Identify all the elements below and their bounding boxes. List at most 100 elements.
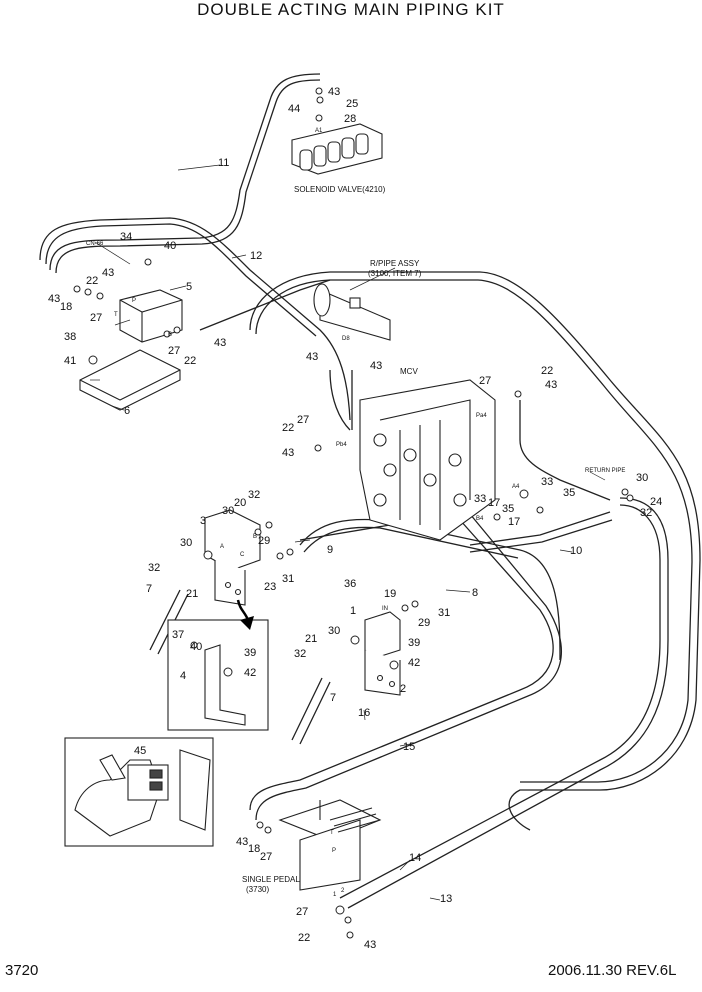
bracket-4	[167, 619, 269, 731]
callout: 27	[90, 312, 102, 324]
fittings	[73, 87, 634, 939]
callout: 43	[545, 379, 557, 391]
port-a-bracket: A	[220, 544, 224, 550]
callout: 27	[168, 345, 180, 357]
callout: 38	[64, 331, 76, 343]
callout: 27	[260, 851, 272, 863]
callout: 23	[264, 581, 276, 593]
callout: 29	[258, 535, 270, 547]
callout: 43	[364, 939, 376, 951]
return-pipe-label: RETURN PIPE	[585, 468, 625, 474]
components	[64, 123, 496, 891]
callout: 27	[479, 375, 491, 387]
callout: 21	[186, 588, 198, 600]
callout: 33	[474, 493, 486, 505]
bracket-1	[364, 611, 401, 696]
callouts: 43 44 25 28 11 34 40 12 22 43 5 43 18 27…	[48, 86, 662, 951]
callout: 22	[541, 365, 553, 377]
callout: 43	[48, 293, 60, 305]
callout: 43	[214, 337, 226, 349]
callout: 17	[508, 516, 520, 528]
callout: 14	[409, 852, 421, 864]
callout: 40	[164, 240, 176, 252]
callout: 27	[297, 414, 309, 426]
hose-return-inner	[255, 279, 693, 783]
single-pedal-label-1: SINGLE PEDAL	[242, 875, 300, 884]
callout: 19	[384, 588, 396, 600]
port-d8: D8	[342, 336, 350, 342]
port-a4: A4	[512, 484, 520, 490]
hose-7b	[291, 677, 323, 741]
callout: 43	[370, 360, 382, 372]
callout: 6	[124, 405, 130, 417]
component-labels: SOLENOID VALVE(4210) R/PIPE ASSY (3100, …	[242, 185, 625, 894]
callout: 43	[236, 836, 248, 848]
hose-10-b	[469, 519, 613, 553]
callout: 42	[244, 667, 256, 679]
callout: 3	[200, 515, 206, 527]
callout: 36	[344, 578, 356, 590]
main-control-valve	[359, 379, 496, 541]
callout: 35	[502, 503, 514, 515]
callout: 41	[64, 355, 76, 367]
port-c-bracket: C	[240, 552, 245, 558]
port-t-pedal: T	[330, 830, 334, 836]
callout: 44	[288, 103, 300, 115]
callout: 15	[403, 741, 415, 753]
callout: 32	[148, 562, 160, 574]
callout: 30	[180, 537, 192, 549]
callout: 17	[488, 497, 500, 509]
callout: 7	[330, 692, 336, 704]
callout: 32	[294, 648, 306, 660]
callout: 25	[346, 98, 358, 110]
callout: 21	[305, 633, 317, 645]
hose-8-inner	[303, 526, 519, 559]
callout: 18	[60, 301, 72, 313]
hose-12	[39, 217, 351, 421]
hose-16	[249, 519, 554, 811]
callout: 43	[306, 351, 318, 363]
hose-10	[469, 511, 611, 546]
callout: 22	[298, 932, 310, 944]
port-labels: A1 Pb4 Pa4 A4 B4 D8 P T B B A C IN T P 1…	[86, 128, 520, 898]
callout: 45	[134, 745, 146, 757]
port-2: 2	[341, 888, 345, 894]
callout: 31	[282, 573, 294, 585]
hose-12-inner	[45, 223, 317, 337]
rpipe-label-1: R/PIPE ASSY	[370, 259, 420, 268]
callout: 32	[248, 489, 260, 501]
solenoid-valve-label: SOLENOID VALVE(4210)	[294, 185, 386, 194]
hose-8	[299, 518, 561, 661]
callout: 4	[180, 670, 186, 682]
hose-15	[255, 513, 562, 821]
callout: 1	[350, 605, 356, 617]
port-p-pedal: P	[332, 848, 336, 854]
bracket-3	[204, 509, 261, 606]
block-5	[119, 289, 183, 343]
callout: 12	[250, 250, 262, 262]
port-1: 1	[333, 892, 337, 898]
callout: 16	[358, 707, 370, 719]
callout: 39	[408, 637, 420, 649]
rpipe-label-2: (3100, ITEM 7)	[368, 269, 422, 278]
hose-7b-b	[299, 681, 331, 745]
hose-14	[339, 504, 661, 899]
callout: 37	[172, 629, 184, 641]
callout: 30	[328, 625, 340, 637]
port-pb4: Pb4	[336, 442, 347, 448]
port-t: T	[114, 312, 118, 318]
callout: 43	[328, 86, 340, 98]
port-pa4: Pa4	[476, 413, 487, 419]
mcv-label: MCV	[400, 367, 418, 376]
hose-13	[347, 497, 669, 909]
port-a1: A1	[315, 128, 323, 134]
callout: 13	[440, 893, 452, 905]
hose-5	[199, 279, 331, 331]
hose-7a	[149, 589, 181, 651]
port-b4: B4	[476, 516, 484, 522]
port-in: IN	[382, 606, 388, 612]
callout: 18	[248, 843, 260, 855]
callout: 11	[218, 157, 229, 169]
callout: 43	[282, 447, 294, 459]
